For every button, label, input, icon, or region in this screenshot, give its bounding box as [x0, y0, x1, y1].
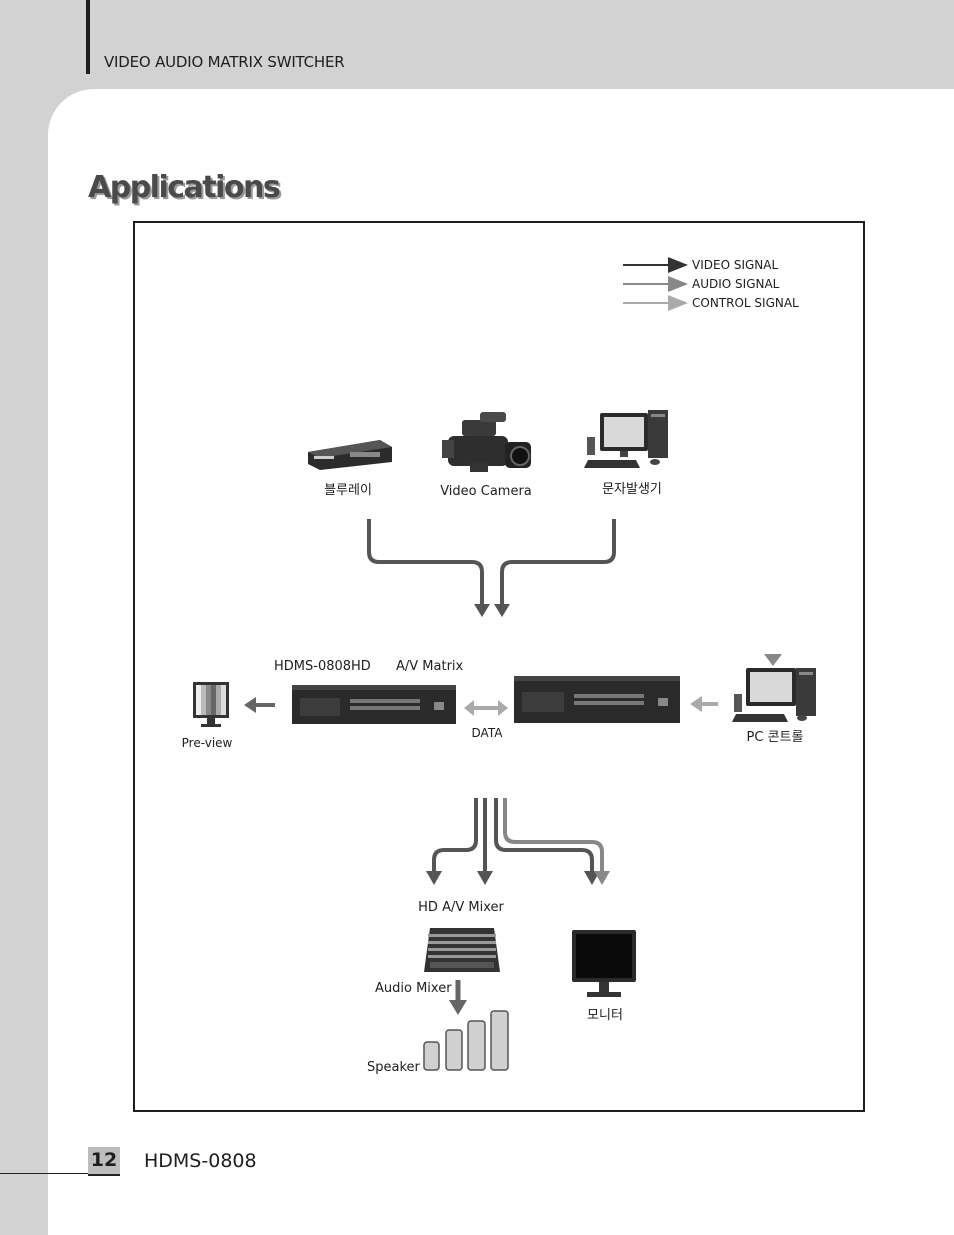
speaker-icons [423, 1010, 509, 1071]
matrix-type-label: A/V Matrix [396, 659, 464, 674]
video-camera-icon [442, 412, 531, 472]
matrix-model-label: HDMS-0808 [274, 659, 351, 674]
legend: VIDEO SIGNAL AUDIO SIGNAL CONTROL SIGNAL [623, 257, 799, 311]
legend-video-label: VIDEO SIGNAL [692, 258, 778, 272]
legend-audio-label: AUDIO SIGNAL [692, 277, 780, 291]
preview-arrow [244, 697, 275, 713]
matrix-hd-label: HD [351, 659, 371, 674]
mixer-to-speaker-arrow [449, 980, 467, 1015]
audio-mixer-label: Audio Mixer [375, 981, 452, 996]
speaker-label: Speaker [367, 1060, 421, 1075]
data-link-label: DATA [472, 726, 504, 740]
monitor-label: 모니터 [587, 1008, 623, 1023]
footer-page-number: 12 [88, 1147, 120, 1176]
preview-monitor-icon [193, 682, 229, 727]
output-arrow-1 [426, 871, 442, 885]
application-diagram-frame [133, 221, 865, 1112]
output-arrow-2 [477, 871, 493, 885]
audio-mixer-icon [424, 928, 500, 972]
footer-rule [0, 1173, 88, 1174]
pc-control-arrow [690, 696, 718, 712]
hd-mixer-label: HD A/V Mixer [418, 900, 504, 915]
input-arrow-left [474, 604, 490, 617]
footer-model: HDMS-0808 [144, 1150, 257, 1172]
data-link-arrow [464, 700, 508, 716]
pc-control-icon [732, 654, 816, 722]
output-arrow-4 [594, 871, 610, 885]
matrix-unit-1-icon [292, 685, 456, 724]
preview-label: Pre-view [182, 736, 233, 750]
matrix-unit-2-icon [514, 676, 680, 723]
input-arrow-right [494, 604, 510, 617]
legend-control-label: CONTROL SIGNAL [692, 296, 799, 310]
section-title: Applications [88, 170, 281, 205]
header-rule [86, 0, 90, 74]
pc-control-label: PC 콘트롤 [747, 730, 804, 745]
output-signal-lines [432, 798, 604, 873]
camera-label: Video Camera [440, 484, 532, 499]
char-gen-label: 문자발생기 [602, 482, 662, 497]
bluray-label: 블루레이 [324, 483, 372, 498]
character-generator-icon [584, 410, 668, 468]
bluray-player-icon [308, 440, 392, 470]
header-title: VIDEO AUDIO MATRIX SWITCHER [104, 53, 345, 71]
input-signal-lines [367, 519, 616, 606]
monitor-icon [572, 930, 636, 997]
